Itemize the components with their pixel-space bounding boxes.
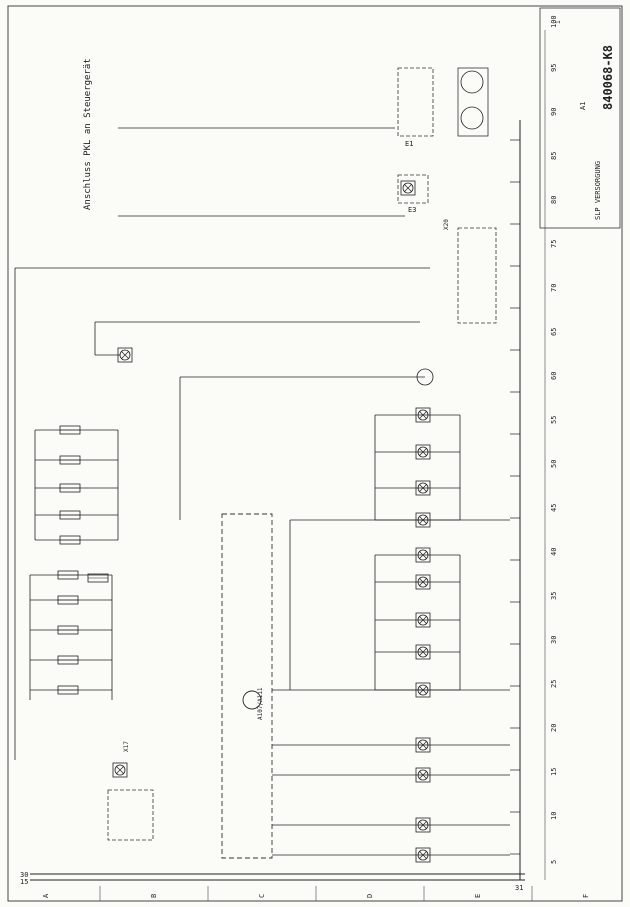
lamp-a3-h101 [119,349,131,361]
motor-symbol [416,368,434,386]
ruler-number-10: 10 [550,812,558,820]
lamp-a3-h101-cross-b [121,351,129,359]
ruler-number-65: 65 [550,328,558,336]
relay-box [107,789,154,841]
control-unit-box [221,513,273,859]
control-unit-label: A107/A111 [257,687,264,720]
ruler-number-35: 35 [550,592,558,600]
lamp-bottom-3-cross-b [419,821,427,829]
e3-label: E3 [408,206,416,214]
e1-housing [457,67,489,137]
lamp-bottom-4-cross-b [419,851,427,859]
title-block [539,7,621,229]
row-letter-E: E [474,894,482,898]
lamp-a3-h100-frame [112,762,128,778]
lamp-a3-h100 [114,764,126,776]
lamp-bottom-2-cross-b [419,771,427,779]
ruler-number-20: 20 [550,724,558,732]
headlamp-2 [460,106,484,130]
schematic-marks: 100 95 90 85 80 75 70 65 60 55 50 45 40 35 30 25 20 15 10 5… [30,15,590,901]
ruler-number-80: 80 [550,196,558,204]
e3-housing [397,174,429,204]
ruler-number-70: 70 [550,284,558,292]
control-unit-symbol [242,690,262,710]
row-letter-D: D [366,894,374,898]
ruler-number-60: 60 [550,372,558,380]
rail-30-label: 30 [20,871,28,879]
lamp-e3-frame [400,180,416,196]
rail-15-label: 15 [20,878,28,886]
x20-label: X20 [443,219,450,230]
drawing-number: 840068-K8 [601,45,615,110]
lamp-bottom-1-frame [415,737,431,753]
ruler-number-40: 40 [550,548,558,556]
rail-31-label: 31 [515,884,523,892]
x17-label: X17 [123,741,130,752]
lower-wires [272,519,510,856]
lamp-bottom-4 [417,849,429,861]
ruler-number-95: 95 [550,64,558,72]
row-letter-B: B [150,894,158,898]
ruler-number-75: 75 [550,240,558,248]
row-letter-C: C [258,894,266,898]
ruler-number-100: 100 [550,15,558,28]
ruler-number-15: 15 [550,768,558,776]
row-letter-F: F [582,894,590,898]
lamp-bottom-2-frame [415,767,431,783]
ruler-number-55: 55 [550,416,558,424]
ruler-number-5: 5 [550,860,558,864]
lamp-a3-h101-frame [117,347,133,363]
lamp-bottom-4-frame [415,847,431,863]
row-letter-A: A [42,893,50,898]
lamp-bottom-1 [417,739,429,751]
lamp-a3-h100-cross-b [116,766,124,774]
revision-number: 1 [555,20,562,24]
ruler-number-30: 30 [550,636,558,644]
sheet-border [7,5,623,902]
lamp-group-right [374,415,461,690]
lamp-e3 [402,182,414,194]
ruler-number-85: 85 [550,152,558,160]
ruler-number-25: 25 [550,680,558,688]
lamp-e3-cross-b [404,184,412,192]
e1-label: E1 [405,140,413,148]
ruler-number-45: 45 [550,504,558,512]
upper-wires [14,127,430,760]
fuse-block [29,430,119,700]
lamp-bottom-2 [417,769,429,781]
ruler-number-90: 90 [550,108,558,116]
lamp-bottom-3 [417,819,429,831]
ruler-number-50: 50 [550,460,558,468]
x20-switch-block [457,227,497,324]
heading-label: Anschluss PKL an Steuergerät [83,58,93,210]
e1-connector [397,67,434,137]
sheet-title: SLP VERSORGUNG [594,161,602,220]
sheet-ref: A1 [579,102,587,110]
lamp-bottom-3-frame [415,817,431,833]
lamp-bottom-1-cross-b [419,741,427,749]
headlamp-1 [460,70,484,94]
